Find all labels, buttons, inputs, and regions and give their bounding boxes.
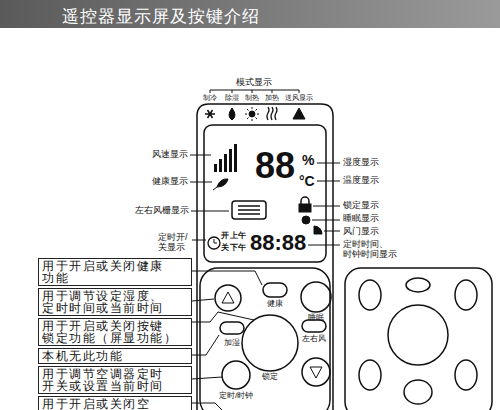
back-oval [455,360,477,390]
callout-box: 用于开启或关闭按键 锁定功能（屏显功能） [38,318,192,346]
fan-speed-bars [214,144,237,172]
heat-rays [245,107,259,121]
callout-text: 用于调节设定湿度、 定时时间或当前时间 [42,290,188,314]
clock-hands [214,239,217,243]
callout-label: 湿度显示 [343,158,379,168]
back-oval [455,280,477,310]
callout-box: 用于开启或关闭健康 功能 [38,258,192,286]
sleep-button [301,282,331,312]
speed-bar [214,164,217,172]
mode-name: 制冷 [203,94,217,102]
speed-bar [224,154,227,172]
up-arrow [222,292,234,303]
callout-text: 用于开启或关闭健康 功能 [42,260,188,284]
callout-label: 定时开/ 关显示 [158,233,192,253]
leader-line [192,271,262,285]
leader-line [192,312,254,322]
lcd-mark: 开 [221,232,229,240]
callout-text: 用于开启或关闭空 [42,398,188,410]
back-oval [404,380,432,404]
callout-text: 用于调节空调器定时 开关或设置当前时间 [42,368,188,392]
remote-body [197,104,333,410]
sleep-icon [302,216,310,224]
speed-bar [229,149,232,172]
remote-back [345,268,492,410]
callout-box: 用于调节空调器定时 开关或设置当前时间 [38,366,192,394]
callout-label: 风速显示 [152,150,188,160]
callout-label: 风门显示 [343,227,379,237]
callout-label: 锁定显示 [343,201,379,211]
leader-line [192,299,214,301]
lcd-digits: 88 [255,148,295,184]
callout-label: 健康显示 [152,177,188,187]
speed-bar [234,144,237,172]
lcd-mark: 上午 [230,232,246,240]
callout-label: 温度显示 [343,176,379,186]
lock-icon [299,204,311,212]
health-icon [213,179,228,190]
heat-icon [249,111,255,117]
mode-name: 除湿 [225,94,239,102]
button-label: 加湿 [202,339,262,348]
callout-box: 用于调节设定湿度、 定时时间或当前时间 [38,288,192,316]
leader-line [192,403,222,410]
louver-icon [232,201,266,219]
back-oval [359,280,381,310]
fan-mode-icon [293,108,305,119]
speed-bar [219,159,222,172]
lcd-clock: 88:88 [250,232,306,254]
lcd-unit: % [302,153,314,167]
leader-line [190,155,229,240]
callout-label: 左右风栅显示 [135,206,189,216]
lcd-frame [204,125,326,262]
callout-label: 定时时间、 时钟时间显示 [343,240,405,260]
aux-heat-icon [267,107,277,120]
mode-name: 制热 [245,94,259,102]
button-label: 左右风 [284,335,344,344]
lock-button [242,315,298,371]
back-oval [406,278,430,292]
dry-icon [229,108,235,120]
mode-name: 送风显示 [285,94,313,102]
down-button [302,358,330,386]
back-oval [388,305,448,365]
button-label: 锁定 [240,373,300,382]
lcd-mark: 关 [221,244,229,252]
callout-text: 本机无此功能 [42,350,188,362]
air-door-icon [314,226,322,234]
clock-icon [208,237,220,249]
button-label: 睡眠 [286,314,346,323]
title-banner [0,0,500,28]
callout-label: 睡眠显示 [343,214,379,224]
health-button [263,283,287,297]
title-text: 遥控器显示屏及按键介绍 [62,5,260,28]
louver-slats [238,206,260,214]
mode-name: 加热 [265,94,279,102]
callout-box: 本机无此功能 [38,348,192,364]
up-button [215,285,241,311]
cool-icon [205,110,215,118]
lock-shackle [301,197,309,204]
mode-label: 模式显示 [236,78,272,88]
mode-bracket [210,90,299,93]
humidify-button [220,322,244,334]
callout-text: 用于开启或关闭按键 锁定功能（屏显功能） [42,320,188,344]
button-label: 健康 [245,300,305,309]
back-oval [359,360,381,390]
down-arrow [310,367,322,378]
button-label: 定时/时钟 [206,392,266,401]
timer-button [222,361,250,389]
lcd-mark: 下午 [230,244,246,252]
leader-line [192,377,222,379]
callout-box: 用于开启或关闭空 [38,396,192,410]
leader-line [192,335,219,355]
lcd-unit: °C [299,174,315,188]
